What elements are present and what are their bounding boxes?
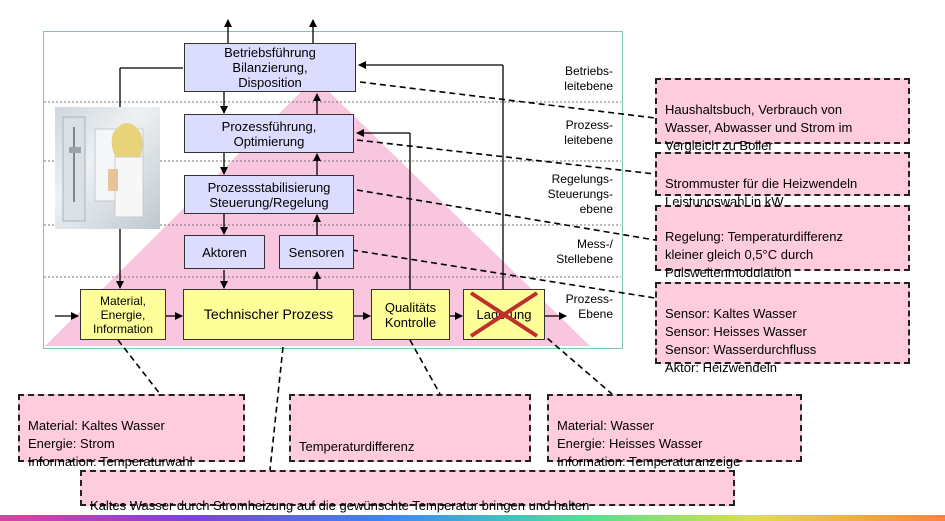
level-text-prozessebene: Prozess- Ebene [565, 292, 613, 321]
level-label-messebene: Mess-/ Stellebene [523, 237, 613, 267]
note-temperaturdifferenz: Temperaturdifferenz [289, 394, 531, 462]
note-connectors [117, 81, 656, 471]
block-input: Material, Energie, Information [80, 289, 166, 340]
level-label-betriebsleitebene: Betriebs- leitebene [523, 64, 613, 94]
note-temperaturdifferenz-text: Temperaturdifferenz [299, 439, 415, 454]
note-regelung-text: Regelung: Temperaturdifferenz kleiner gl… [665, 229, 844, 280]
note-material-out-text: Material: Wasser Energie: Heisses Wasser… [557, 418, 741, 469]
level-text-prozessleitebene: Prozess- leitebene [564, 118, 613, 147]
block-prozessfuehrung-label: Prozessführung, Optimierung [221, 118, 317, 149]
level-text-messebene: Mess-/ Stellebene [556, 237, 613, 266]
note-strommuster-text: Strommuster für die Heizwendeln Leistung… [665, 176, 858, 209]
shower-illustration [62, 116, 144, 222]
block-prozessstabilisierung: Prozessstabilisierung Steuerung/Regelung [184, 175, 354, 214]
block-lagerung: Lagerung [463, 289, 545, 340]
note-summary-text: Kaltes Wasser durch Stromheizung auf die… [90, 498, 590, 513]
block-qualitaet: Qualitäts Kontrolle [371, 289, 450, 340]
note-haushaltsbuch: Haushaltsbuch, Verbrauch von Wasser, Abw… [655, 78, 910, 153]
note-regelung: Regelung: Temperaturdifferenz kleiner gl… [655, 205, 910, 280]
note-material-in: Material: Kaltes Wasser Energie: Strom I… [18, 394, 245, 469]
note-strommuster: Strommuster für die Heizwendeln Leistung… [655, 152, 910, 209]
note-sensor-text: Sensor: Kaltes Wasser Sensor: Heisses Wa… [665, 306, 817, 375]
note-material-out: Material: Wasser Energie: Heisses Wasser… [547, 394, 802, 469]
note-summary: Kaltes Wasser durch Stromheizung auf die… [80, 470, 735, 513]
block-aktoren: Aktoren [184, 235, 265, 269]
footer-gradient-bar [0, 515, 945, 521]
level-label-regelungsebene: Regelungs- Steuerungs- ebene [523, 172, 613, 217]
note-sensor: Sensor: Kaltes Wasser Sensor: Heisses Wa… [655, 282, 910, 375]
block-aktoren-label: Aktoren [202, 244, 247, 260]
cross-out-icon [469, 291, 539, 338]
block-qualitaet-label: Qualitäts Kontrolle [384, 299, 437, 330]
level-label-prozessebene: Prozess- Ebene [523, 292, 613, 322]
level-text-regelungsebene: Regelungs- Steuerungs- ebene [547, 172, 613, 216]
level-text-betriebsleitebene: Betriebs- leitebene [564, 64, 613, 93]
flow-arrows [55, 19, 567, 320]
block-technischer-prozess-label: Technischer Prozess [203, 306, 334, 322]
block-technischer-prozess: Technischer Prozess [183, 289, 354, 340]
note-material-in-text: Material: Kaltes Wasser Energie: Strom I… [28, 418, 193, 469]
block-input-label: Material, Energie, Information [92, 293, 154, 336]
block-prozessfuehrung: Prozessführung, Optimierung [184, 114, 354, 153]
block-betriebsfuehrung-label: Betriebsführung Bilanzierung, Dispositio… [224, 45, 316, 90]
block-prozessstabilisierung-label: Prozessstabilisierung Steuerung/Regelung [207, 179, 331, 210]
block-sensoren: Sensoren [279, 235, 354, 269]
shower-photo [55, 107, 160, 229]
note-haushaltsbuch-text: Haushaltsbuch, Verbrauch von Wasser, Abw… [665, 102, 853, 153]
block-betriebsfuehrung: Betriebsführung Bilanzierung, Dispositio… [184, 43, 356, 92]
level-label-prozessleitebene: Prozess- leitebene [523, 118, 613, 148]
block-sensoren-label: Sensoren [288, 244, 345, 260]
